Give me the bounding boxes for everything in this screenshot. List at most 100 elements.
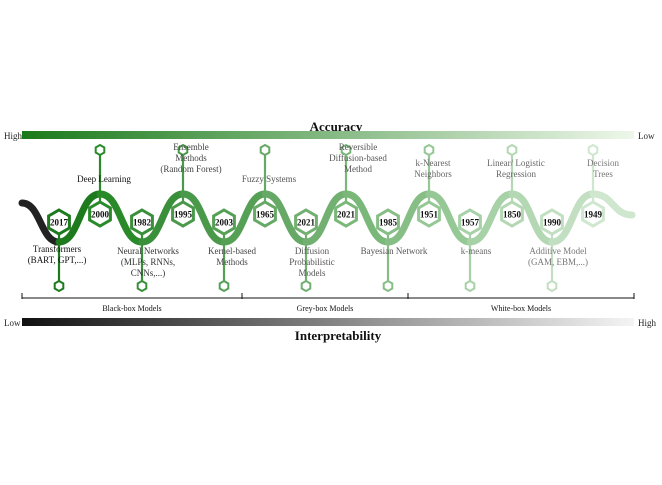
milestone-hexagon bbox=[581, 200, 605, 228]
serpentine-segment bbox=[342, 190, 392, 246]
milestone-knob bbox=[506, 143, 518, 157]
milestone-label-line: Additive Model bbox=[529, 246, 587, 256]
serpentine-segment bbox=[302, 190, 350, 246]
serpentine-segment bbox=[96, 190, 146, 246]
milestone-label-line: Decision bbox=[587, 158, 619, 168]
milestone-knob bbox=[382, 279, 394, 293]
milestone-knob bbox=[340, 143, 352, 157]
milestone-label-line: Methods bbox=[216, 257, 248, 267]
milestone-hexagon bbox=[334, 200, 358, 228]
milestone-year: 1985 bbox=[379, 218, 398, 228]
milestone-label-line: Deep Learning bbox=[77, 174, 131, 184]
milestone-knob bbox=[464, 279, 476, 293]
serpentine-path bbox=[18, 190, 636, 246]
milestone-label-line: Method bbox=[344, 164, 372, 174]
milestone-year: 1982 bbox=[133, 218, 152, 228]
milestone-label-line: Methods bbox=[175, 153, 207, 163]
milestone-year: 2021 bbox=[297, 218, 316, 228]
milestone-hexagon bbox=[212, 208, 236, 236]
milestone-hexagon bbox=[130, 208, 154, 236]
serpentine-segment bbox=[220, 190, 269, 246]
milestone-label-line: Kernel-based bbox=[208, 246, 256, 256]
milestone-hexagon bbox=[88, 200, 112, 228]
serpentine-segment bbox=[466, 190, 516, 246]
milestone-year: 1995 bbox=[174, 210, 193, 220]
milestone-label-line: Ensemble bbox=[173, 142, 209, 152]
milestone-label-line: Neighbors bbox=[414, 169, 452, 179]
milestone-year: 1957 bbox=[461, 218, 480, 228]
milestone-year: 2000 bbox=[91, 210, 110, 220]
milestone-hexagon bbox=[171, 200, 195, 228]
milestone-label-line: k-means bbox=[461, 246, 492, 256]
milestone-hexagon bbox=[294, 208, 318, 236]
milestone-label-line: (Random Forest) bbox=[160, 164, 221, 174]
milestone-hexagon bbox=[458, 208, 482, 236]
serpentine-segment bbox=[138, 190, 187, 246]
group-brackets: Black-box Models Grey-box Models White-box… bbox=[21, 293, 635, 313]
milestone-year: 2017 bbox=[50, 218, 69, 228]
milestone-year: 1951 bbox=[420, 210, 439, 220]
milestone-label-line: Trees bbox=[593, 169, 613, 179]
milestone-label-line: Regression bbox=[496, 169, 536, 179]
milestone-label-line: Models bbox=[299, 268, 326, 278]
milestone-label-line: Bayesian Network bbox=[361, 246, 428, 256]
milestone-knob bbox=[259, 143, 271, 157]
serpentine-segment bbox=[425, 190, 474, 246]
milestone-label-line: CNNs,...) bbox=[131, 268, 166, 278]
interpretability-gradient-bar bbox=[22, 318, 634, 326]
milestone-knob bbox=[218, 279, 230, 293]
milestone-label-line: Linear/ Logistic bbox=[487, 158, 545, 168]
milestone-knob bbox=[423, 143, 435, 157]
serpentine-segment bbox=[508, 190, 556, 246]
milestone-hexagon bbox=[417, 200, 441, 228]
milestone-year: 1990 bbox=[543, 218, 562, 228]
serpentine-segment bbox=[55, 190, 104, 246]
serpentine-segment bbox=[548, 190, 597, 246]
serpentine-segment bbox=[18, 199, 63, 246]
accuracy-low-label: Low bbox=[638, 131, 655, 141]
group-label: White-box Models bbox=[491, 304, 551, 313]
serpentine-segment bbox=[384, 190, 433, 246]
milestone-label-line: (BART, GPT,...) bbox=[28, 255, 87, 265]
serpentine-segment bbox=[261, 190, 310, 246]
milestone-label-line: Reversible bbox=[339, 142, 378, 152]
milestone-label-line: Transformers bbox=[33, 244, 82, 254]
milestone-label-line: (GAM, EBM,...) bbox=[528, 257, 588, 267]
interpretability-high-label: High bbox=[638, 318, 657, 328]
milestone-knob bbox=[53, 279, 65, 293]
milestone-label-line: Diffusion bbox=[295, 246, 330, 256]
serpentine-segment bbox=[179, 190, 228, 246]
milestone-hexagon bbox=[500, 200, 524, 228]
milestone-label-line: Fuzzy Systems bbox=[242, 174, 297, 184]
milestone-label-line: Neural Networks bbox=[117, 246, 179, 256]
milestone-knob bbox=[136, 279, 148, 293]
milestone-knob bbox=[546, 279, 558, 293]
milestone-labels: Transformers(BART, GPT,...) Deep Learning… bbox=[28, 142, 620, 278]
milestone-label-line: (MLPs, RNNs, bbox=[121, 257, 175, 267]
milestone-year: 1850 bbox=[503, 210, 522, 220]
milestone-year: 2021 bbox=[337, 210, 356, 220]
accuracy-title: Accuracy bbox=[310, 119, 363, 134]
milestone-hexagon bbox=[47, 208, 71, 236]
milestone-hexagon bbox=[253, 200, 277, 228]
group-label: Black-box Models bbox=[102, 304, 161, 313]
milestone-year: 1965 bbox=[256, 210, 275, 220]
milestone-knob bbox=[587, 143, 599, 157]
milestone-hexagons: 2017 2000 1982 1995 2003 1965 2021 2021 1985 1951… bbox=[47, 200, 605, 236]
milestone-knob bbox=[300, 279, 312, 293]
milestone-hexagon bbox=[540, 208, 564, 236]
serpentine-segment bbox=[589, 190, 636, 219]
milestone-year: 2003 bbox=[215, 218, 234, 228]
accuracy-gradient-bar bbox=[22, 131, 634, 139]
milestone-knob bbox=[94, 143, 106, 157]
milestone-knob bbox=[177, 143, 189, 157]
milestone-label-line: Probabilistic bbox=[289, 257, 335, 267]
milestone-label-line: Diffusion-based bbox=[329, 153, 387, 163]
interpretability-title: Interpretability bbox=[295, 328, 382, 343]
accuracy-high-label: High bbox=[4, 131, 23, 141]
milestone-label-line: k-Nearest bbox=[416, 158, 451, 168]
milestone-year: 1949 bbox=[584, 210, 603, 220]
group-label: Grey-box Models bbox=[297, 304, 354, 313]
